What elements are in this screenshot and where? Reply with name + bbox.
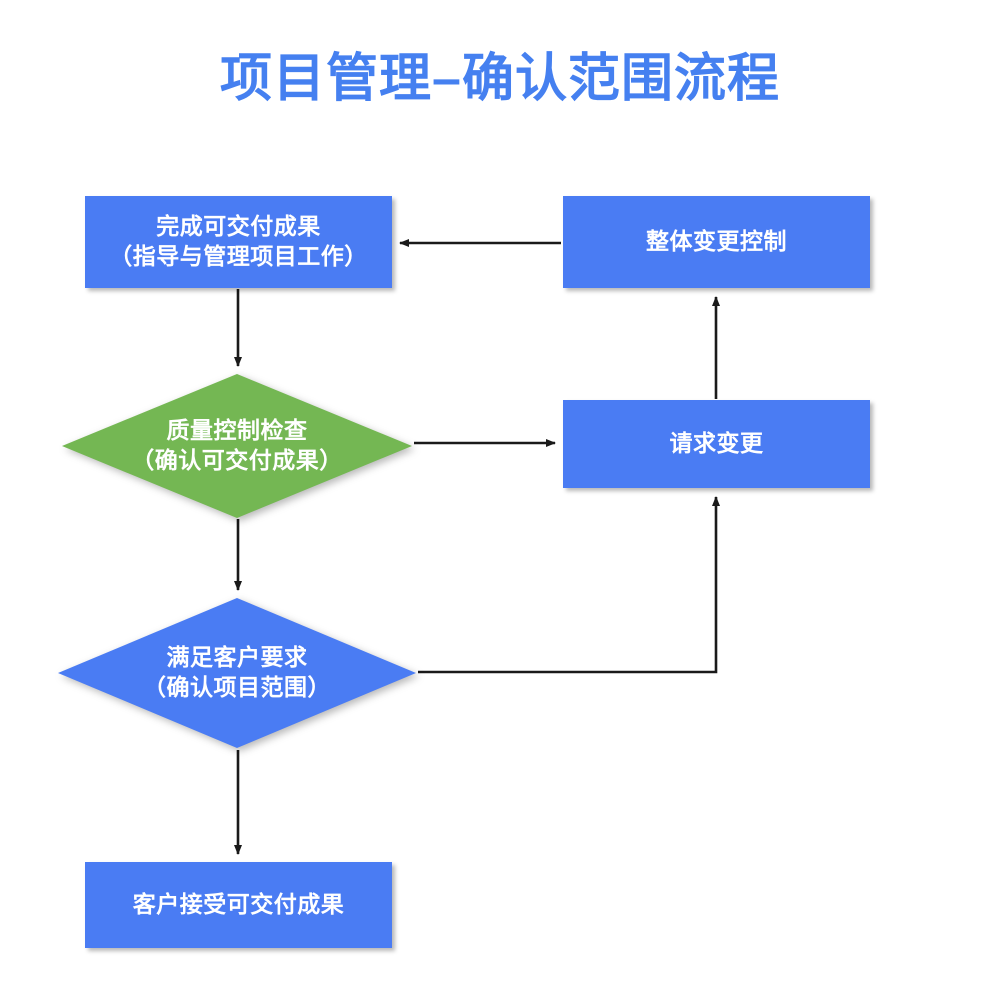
node-label: 客户接受可交付成果: [132, 891, 345, 918]
diamond-shape: [58, 598, 416, 748]
node-integrated-change-control[interactable]: 整体变更控制: [563, 196, 870, 288]
node-meets-customer-requirements[interactable]: 满足客户要求 （确认项目范围）: [58, 598, 416, 748]
node-complete-deliverables[interactable]: 完成可交付成果 （指导与管理项目工作）: [85, 196, 392, 288]
page-title: 项目管理–确认范围流程: [220, 50, 780, 108]
edge-meets-requirements-to-request-change: [418, 496, 720, 674]
node-label: 完成可交付成果 （指导与管理项目工作）: [109, 213, 368, 269]
diamond-shape: [62, 374, 412, 518]
node-customer-accepts-deliverables[interactable]: 客户接受可交付成果: [85, 862, 392, 948]
node-quality-control-inspection[interactable]: 质量控制检查 （确认可交付成果）: [62, 374, 412, 518]
edge-paths: [234, 239, 720, 855]
node-request-change[interactable]: 请求变更: [563, 400, 870, 488]
node-label: 整体变更控制: [646, 228, 787, 255]
node-label: 质量控制检查 （确认可交付成果）: [131, 417, 343, 473]
node-label: 请求变更: [669, 430, 764, 457]
node-label: 满足客户要求 （确认项目范围）: [143, 644, 331, 700]
